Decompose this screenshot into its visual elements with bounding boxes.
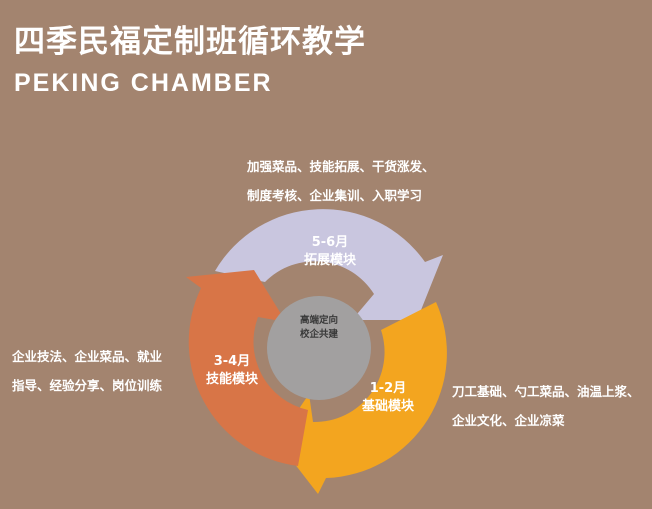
segment-top <box>215 209 443 320</box>
page-title: 四季民福定制班循环教学 <box>14 24 366 60</box>
center-label-line1: 高端定向 <box>299 315 339 326</box>
segment-left-module: 技能模块 <box>205 372 259 387</box>
description-top-line1: 加强菜品、技能拓展、干货涨发、 <box>247 159 435 174</box>
segment-right-module: 基础模块 <box>361 399 415 414</box>
description-top: 加强菜品、技能拓展、干货涨发、 制度考核、企业集训、入职学习 <box>247 152 435 210</box>
center-circle <box>267 296 371 400</box>
description-top-line2: 制度考核、企业集训、入职学习 <box>247 188 423 203</box>
description-right-line2: 企业文化、企业凉菜 <box>452 413 565 428</box>
description-left: 企业技法、企业菜品、就业 指导、经验分享、岗位训练 <box>12 342 162 400</box>
segment-right-label: 1-2月 基础模块 <box>362 380 414 416</box>
segment-right-period: 1-2月 <box>369 381 407 396</box>
segment-top-module: 拓展模块 <box>303 253 357 268</box>
description-left-line1: 企业技法、企业菜品、就业 <box>12 349 163 364</box>
segment-left-label: 3-4月 技能模块 <box>206 353 258 389</box>
segment-right <box>277 302 447 494</box>
description-right: 刀工基础、勺工菜品、油温上浆、 企业文化、企业凉菜 <box>452 377 640 435</box>
page-subtitle: PEKING CHAMBER <box>14 69 273 97</box>
description-right-line1: 刀工基础、勺工菜品、油温上浆、 <box>452 384 640 399</box>
segment-left-period: 3-4月 <box>213 354 251 369</box>
segment-top-label: 5-6月 拓展模块 <box>304 234 356 270</box>
center-label: 高端定向 校企共建 <box>300 314 338 342</box>
center-label-line2: 校企共建 <box>299 329 339 340</box>
segment-top-period: 5-6月 <box>311 235 349 250</box>
description-left-line2: 指导、经验分享、岗位训练 <box>12 378 163 393</box>
